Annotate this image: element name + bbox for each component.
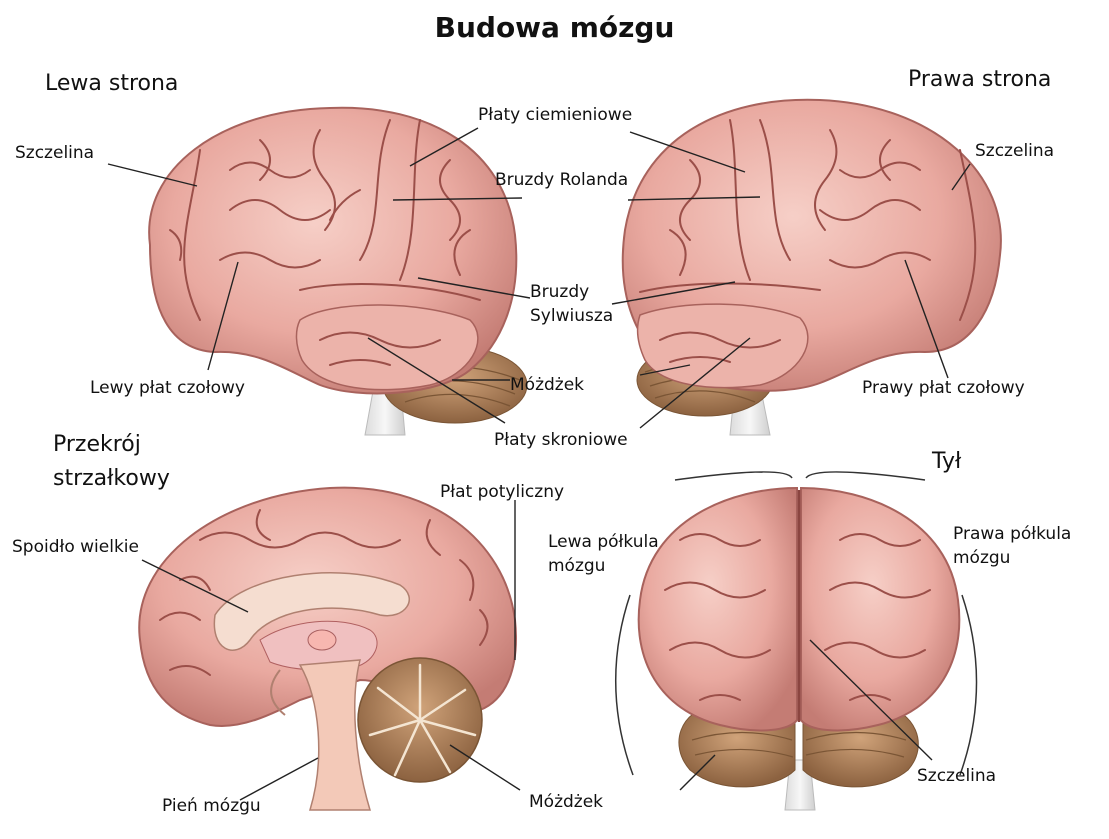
label-left-frontal-lobe: Lewy płat czołowy [90, 378, 245, 399]
label-brainstem: Pień mózgu [162, 796, 261, 817]
label-sylvius-sulci: Bruzdy Sylwiusza [530, 280, 613, 328]
heading-left-side: Lewa strona [45, 70, 178, 98]
heading-sagittal: Przekrój strzałkowy [53, 428, 170, 496]
label-corpus-callosum: Spoidło wielkie [12, 537, 139, 558]
heading-right-side: Prawa strona [908, 66, 1051, 94]
label-left-hemisphere: Lewa półkula mózgu [548, 530, 659, 578]
label-parietal-lobes: Płaty ciemieniowe [478, 105, 632, 126]
label-rolando-sulci: Bruzdy Rolanda [495, 170, 628, 191]
label-right-frontal-lobe: Prawy płat czołowy [862, 378, 1025, 399]
label-right-fissure: Szczelina [975, 141, 1054, 162]
back-brain [616, 472, 977, 810]
label-top-cerebellum: Móżdżek [510, 375, 584, 396]
label-left-fissure: Szczelina [15, 143, 94, 164]
label-bottom-cerebellum: Móżdżek [529, 792, 603, 813]
sagittal-brain [139, 488, 516, 810]
label-right-hemisphere: Prawa półkula mózgu [953, 522, 1071, 570]
label-back-fissure: Szczelina [917, 766, 996, 787]
label-temporal-lobes: Płaty skroniowe [494, 430, 628, 451]
heading-back: Tył [932, 448, 961, 476]
label-occipital-lobe: Płat potyliczny [440, 482, 564, 503]
